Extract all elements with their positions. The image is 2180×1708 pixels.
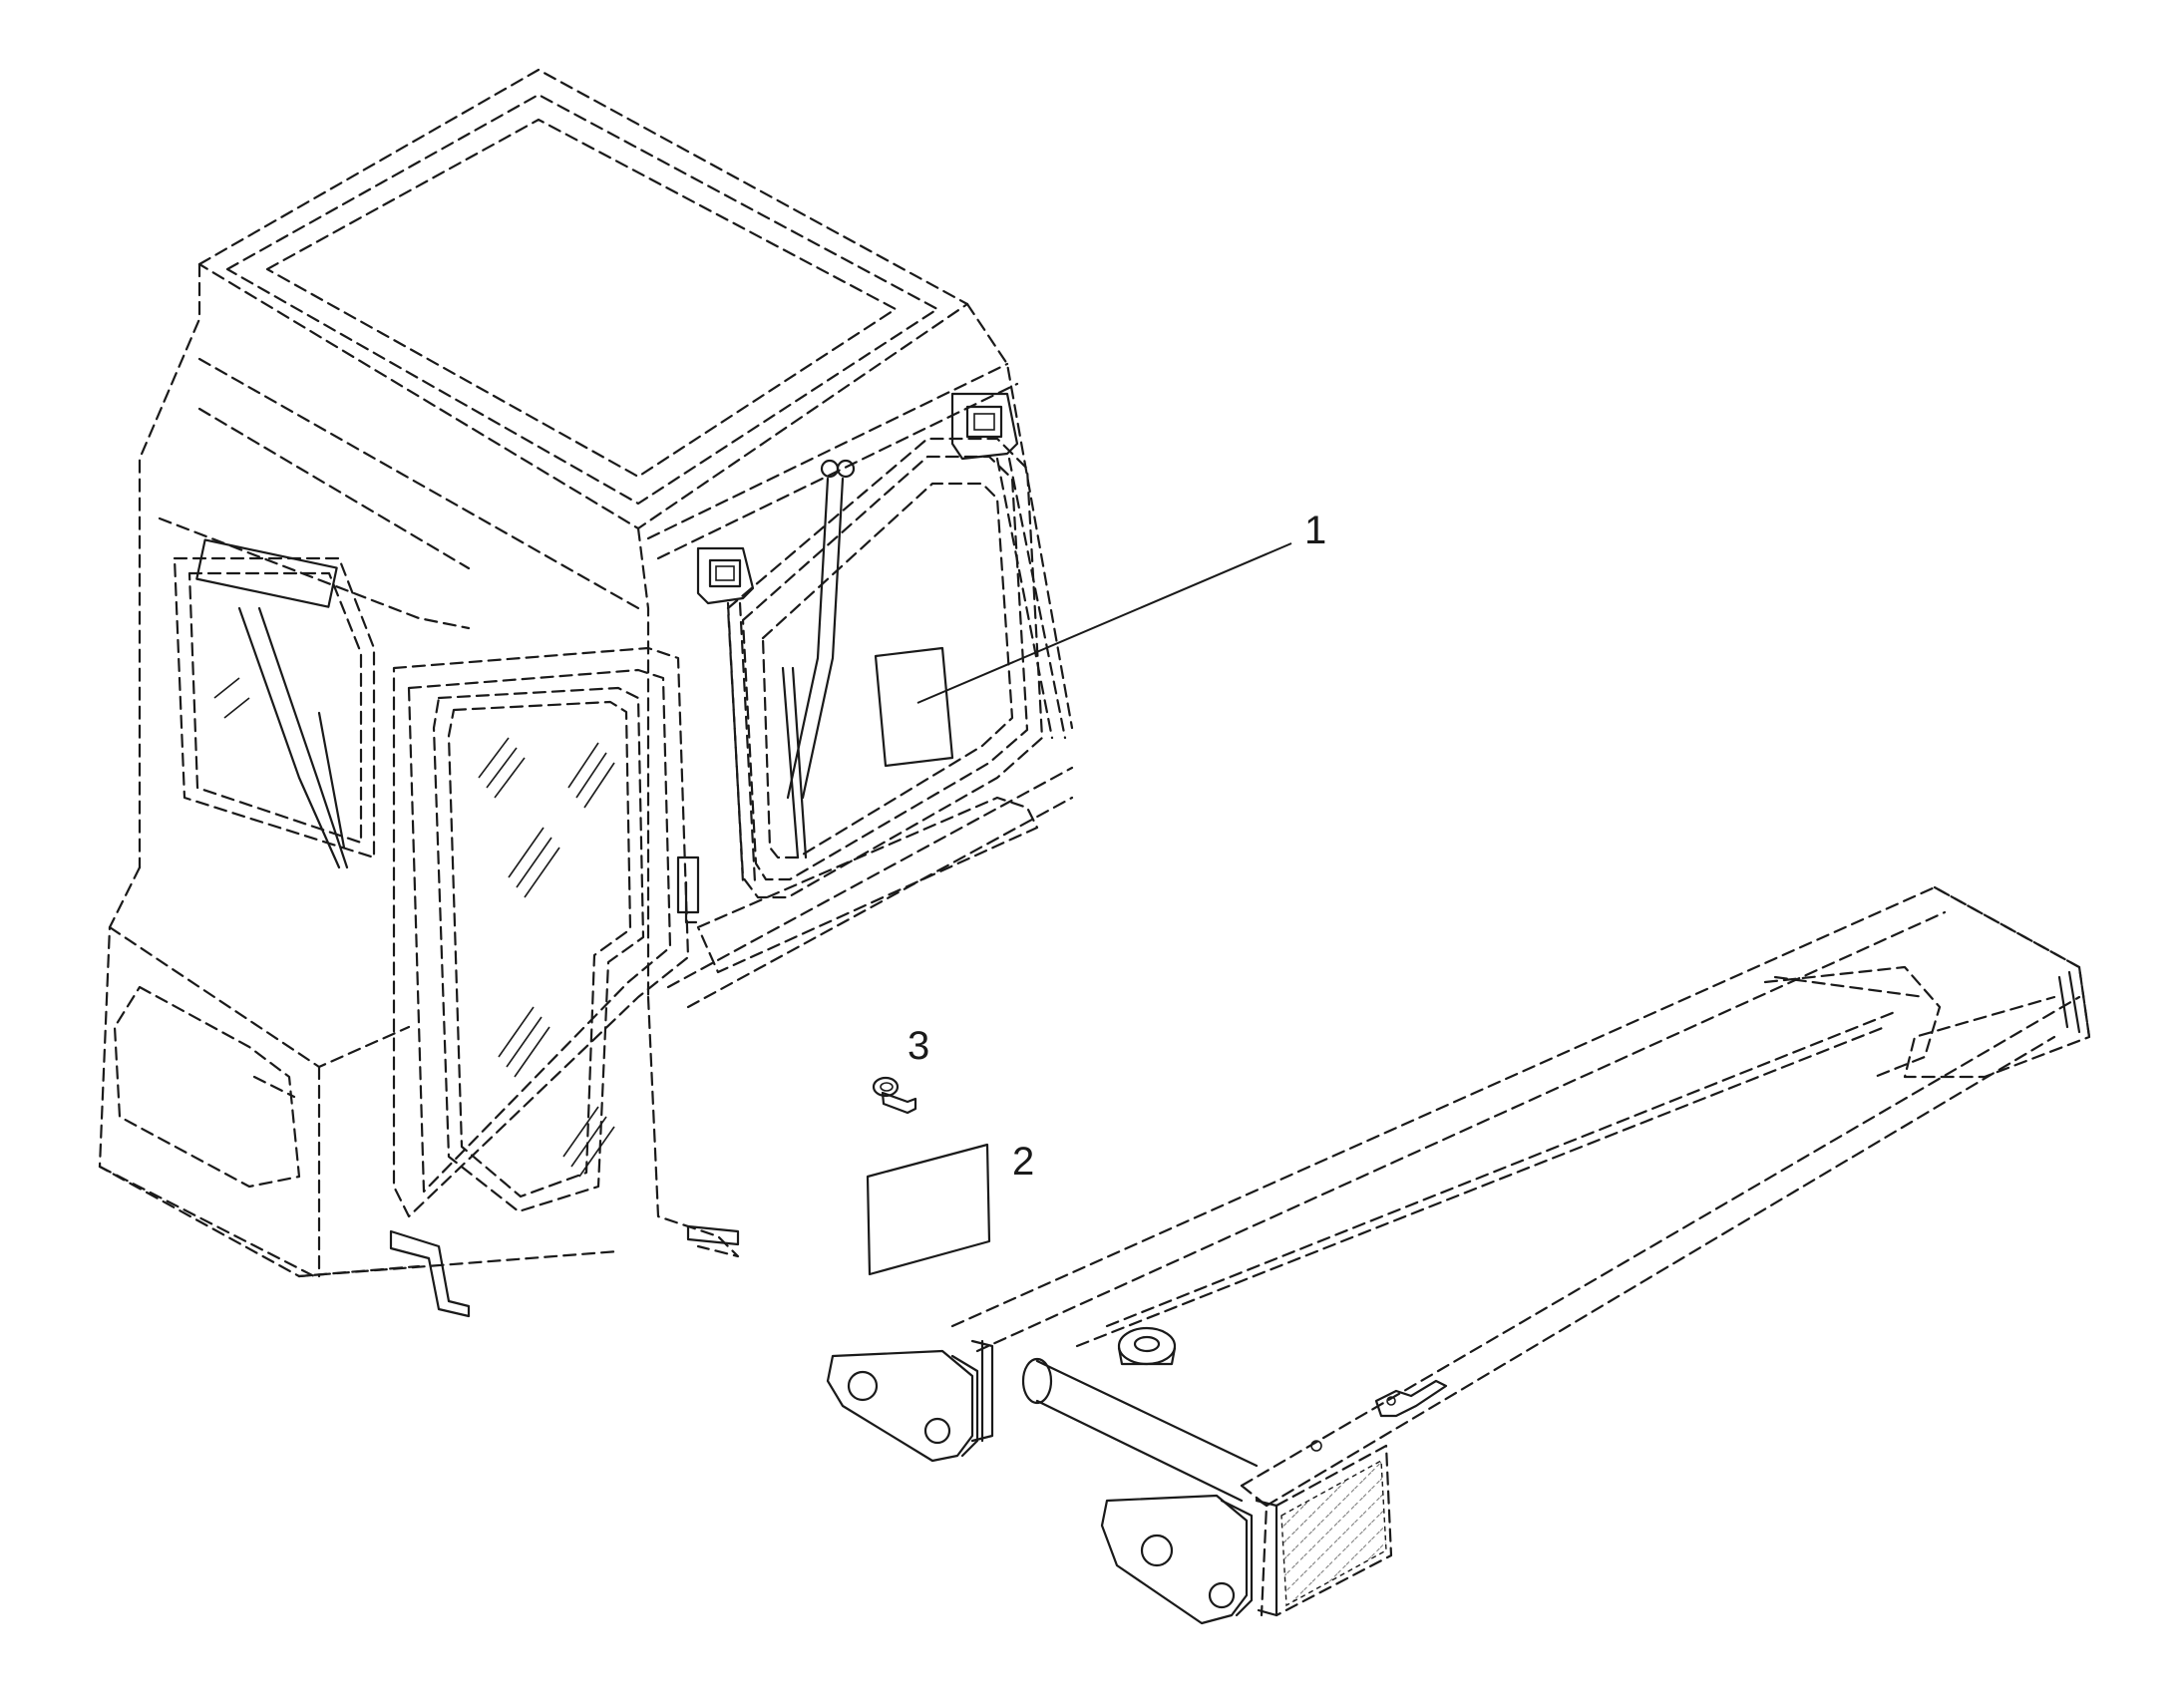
decal-1 <box>874 646 954 768</box>
callout-2-label: 2 <box>1012 1140 1034 1184</box>
rear-light-left-icon <box>696 546 755 605</box>
callout-3-label: 3 <box>908 1024 929 1068</box>
decal-2 <box>866 1143 991 1276</box>
callout-3: 3 <box>908 1024 929 1068</box>
boom-arm <box>826 885 2091 1625</box>
bolt-3-icon <box>872 1076 917 1115</box>
callout-1-label: 1 <box>1304 509 1326 552</box>
rear-light-right-icon <box>950 392 1019 461</box>
cab <box>98 68 1074 1318</box>
callout-2: 2 <box>1012 1140 1034 1184</box>
callout-1: 1 <box>916 509 1326 704</box>
